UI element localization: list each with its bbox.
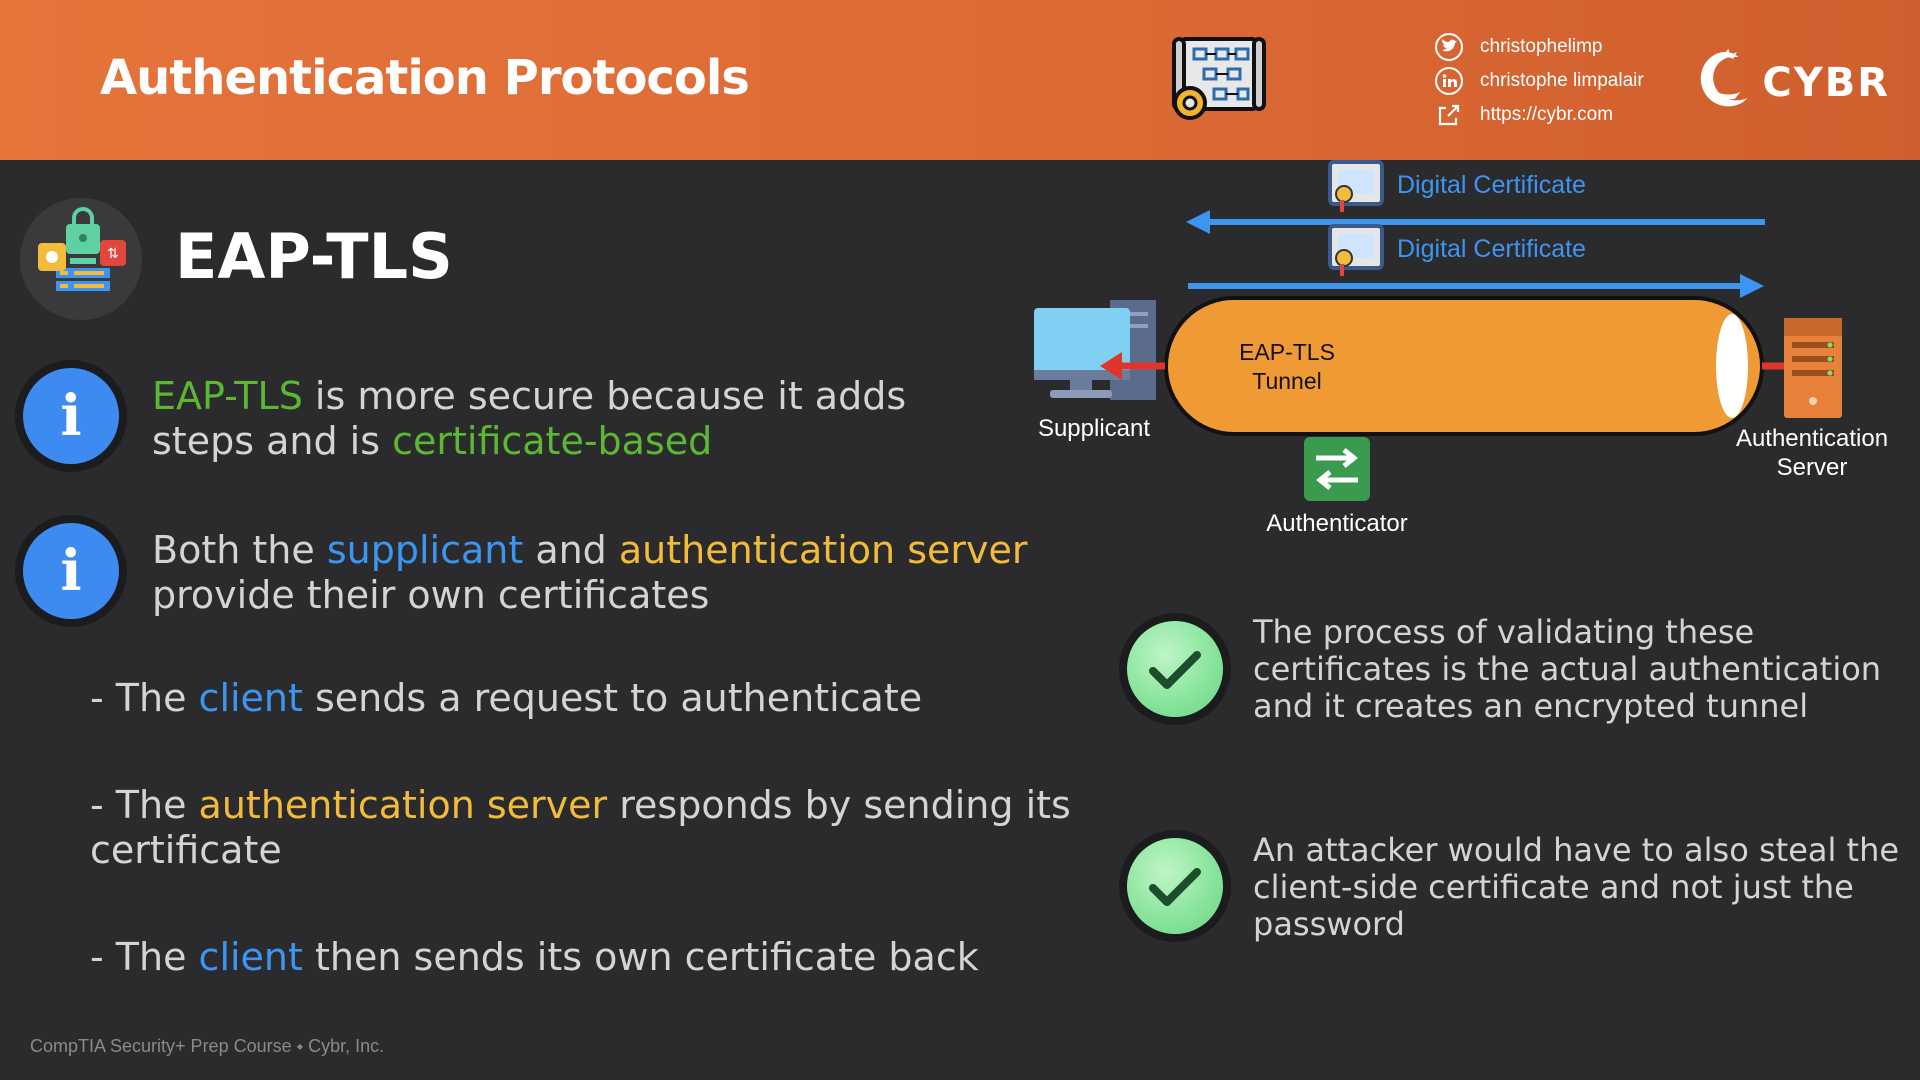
certificate-icon [1328, 224, 1384, 276]
server-icon [1784, 318, 1842, 418]
twitter-icon [1435, 33, 1463, 61]
social-website[interactable]: https://cybr.com [1434, 98, 1644, 132]
arrow-into-supplicant [1100, 352, 1165, 380]
social-twitter[interactable]: christophelimp [1434, 30, 1644, 64]
cert-label-top: Digital Certificate [1397, 171, 1586, 199]
server-label-line1: Authentication [1736, 425, 1888, 452]
authenticator-label: Authenticator [1266, 510, 1407, 537]
point-certificate-based: EAP-TLS is more secure because it adds s… [152, 374, 907, 463]
certificate-icon [1328, 160, 1384, 212]
supplicant-label: Supplicant [1038, 415, 1150, 442]
switch-icon [1304, 437, 1370, 501]
linkedin-icon [1435, 67, 1463, 95]
website-url: https://cybr.com [1480, 104, 1614, 125]
social-linkedin[interactable]: christophe limpalair [1434, 64, 1644, 98]
check-text-attacker: An attacker would have to also steal the… [1253, 831, 1900, 943]
tunnel-label-line2: Tunnel [1252, 368, 1321, 394]
info-icon: i [15, 360, 127, 472]
computer-icon [1034, 300, 1156, 400]
section-title: EAP-TLS [175, 220, 453, 293]
cert-label-bottom: Digital Certificate [1397, 235, 1586, 263]
step-client-request: - The client sends a request to authenti… [90, 676, 923, 720]
roadmap-icon [1172, 37, 1266, 120]
security-stack-icon: ⇅ [20, 198, 142, 320]
check-text-validation: The process of validating these certific… [1253, 613, 1882, 725]
footer-credit: CompTIA Security+ Prep Course ⬩ Cybr, In… [30, 1036, 385, 1056]
social-links: christophelimp christophe limpalair http… [1434, 30, 1644, 132]
eap-tls-tunnel [1164, 296, 1764, 436]
page-title: Authentication Protocols [100, 50, 750, 106]
server-label-line2: Server [1777, 454, 1848, 481]
info-icon: i [15, 515, 127, 627]
check-icon [1119, 613, 1231, 725]
header-bar: Authentication Protocols christophelimp [0, 0, 1920, 160]
tunnel-label-line1: EAP-TLS [1239, 339, 1335, 365]
svg-text:⇅: ⇅ [107, 246, 119, 262]
dragon-icon [1700, 48, 1748, 107]
twitter-handle: christophelimp [1480, 36, 1603, 57]
external-link-icon [1438, 104, 1460, 126]
brand-name: CYBR [1762, 59, 1890, 106]
linkedin-name: christophe limpalair [1480, 70, 1644, 91]
cybr-logo: CYBR [1690, 40, 1890, 125]
step-server-certificate: - The authentication server responds by … [90, 783, 1071, 872]
point-both-certificates: Both the supplicant and authentication s… [152, 528, 1028, 617]
step-client-certificate: - The client then sends its own certific… [90, 935, 979, 979]
check-icon [1119, 830, 1231, 942]
